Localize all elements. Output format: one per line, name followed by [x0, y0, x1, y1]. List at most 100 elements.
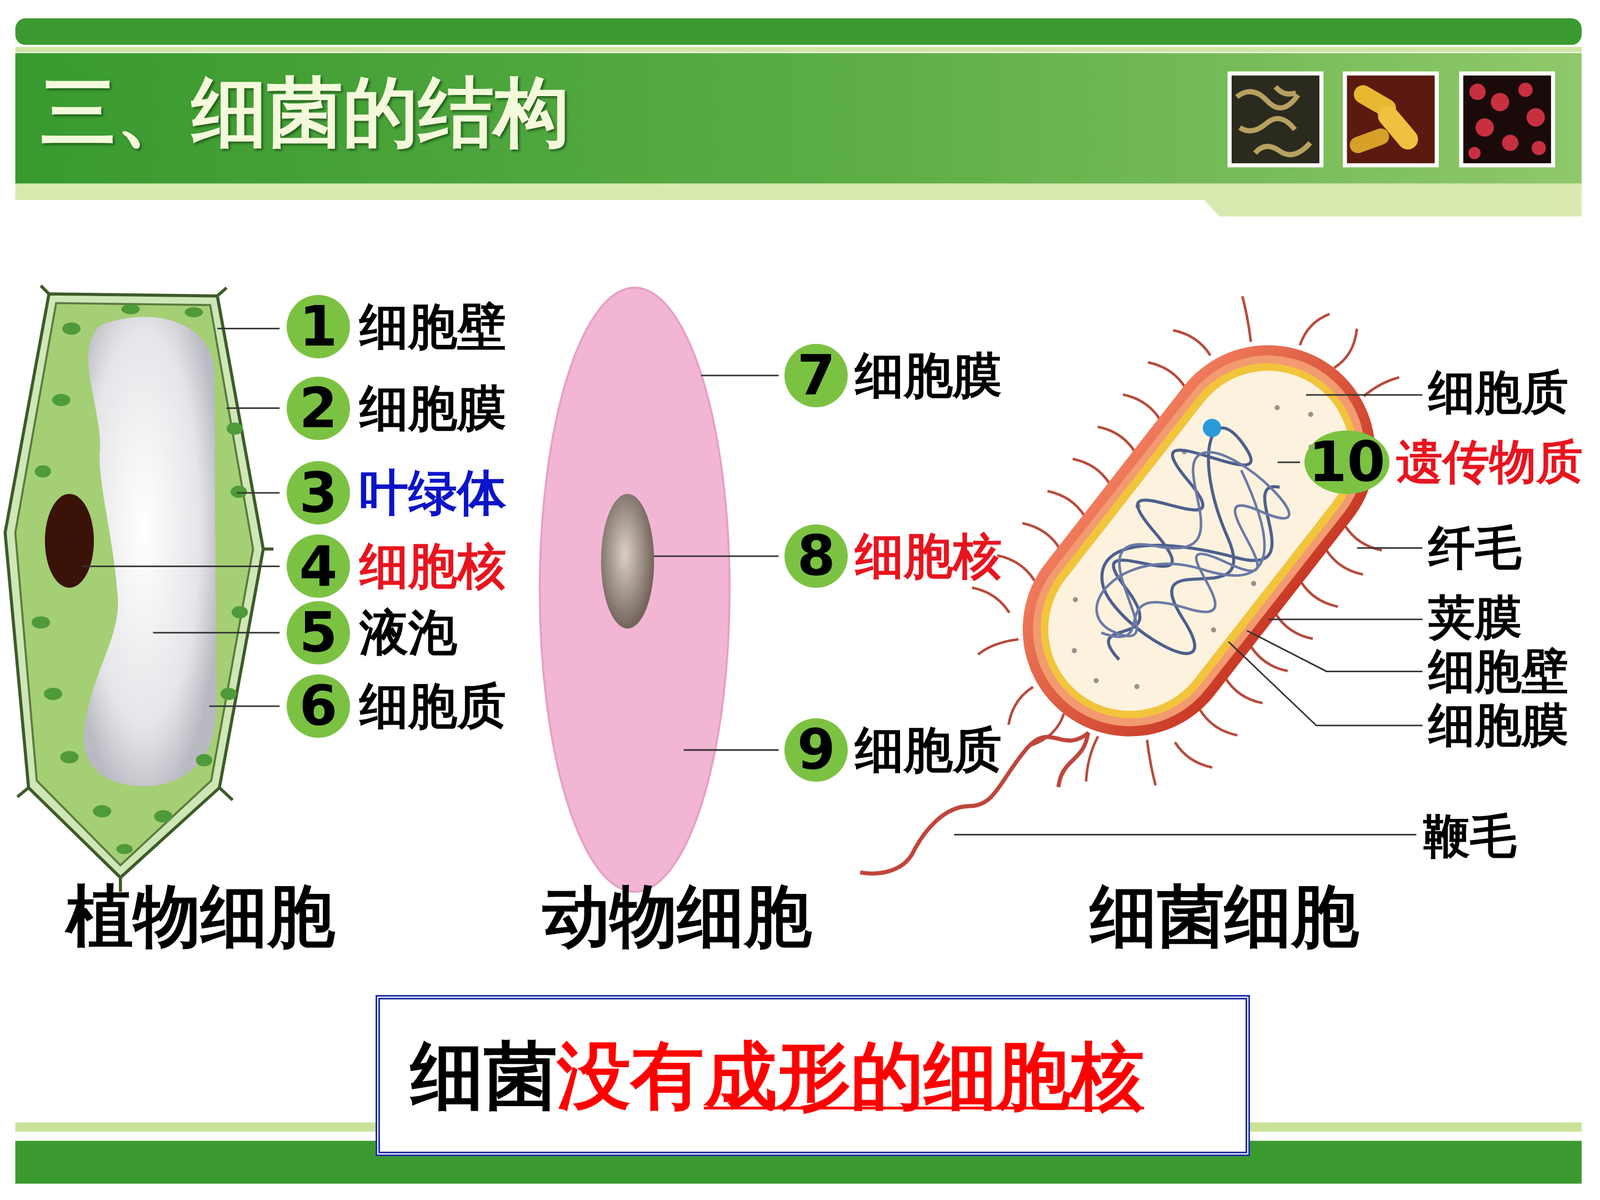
figure-caption: 植物细胞 [66, 876, 335, 957]
bacterium [1033, 361, 1362, 724]
leader-line [217, 327, 280, 330]
part-name: 细胞膜 [855, 346, 1002, 405]
bacterium [1075, 438, 1303, 684]
leader-line [1357, 547, 1423, 549]
plant-cell [184, 307, 203, 318]
part-name: 细胞壁 [359, 297, 507, 357]
bacterium [979, 302, 1419, 780]
plant-cell [220, 687, 237, 700]
plant-cell [15, 303, 254, 866]
part-name: 细胞核 [359, 536, 507, 596]
header-photos [1373, 101, 1423, 154]
header-photos [1475, 118, 1494, 137]
leader-line [683, 749, 779, 752]
bacterium [1273, 403, 1281, 412]
leader-line [701, 375, 779, 377]
header-band [15, 46, 1582, 52]
plant-cell [121, 303, 140, 314]
header-band [15, 18, 1582, 45]
callout-number: 6 [286, 674, 350, 738]
leader-line [1228, 641, 1423, 726]
plant-cell [45, 493, 94, 588]
bacterium [1210, 626, 1218, 634]
plant-cell [5, 285, 274, 892]
plant-cell [60, 751, 79, 764]
header-photos [1526, 108, 1545, 127]
leader-line [209, 705, 280, 708]
callout-number: 5 [299, 605, 338, 660]
leader-line [236, 492, 280, 494]
bacterium [1198, 415, 1225, 441]
leader-line [226, 407, 280, 409]
animal-cell [601, 493, 655, 629]
conclusion-box: 细菌没有成形的细胞核 [375, 995, 1250, 1157]
animal-cell [540, 287, 730, 892]
header-photos [1347, 126, 1392, 156]
part-name: 荚膜 [1428, 589, 1522, 646]
figure-caption: 动物细胞 [542, 876, 812, 957]
plant-cell [92, 805, 112, 818]
leader-line [1277, 461, 1300, 464]
header-photos [1518, 82, 1533, 98]
plant-cell [5, 293, 264, 878]
part-name: 遗传物质 [1396, 433, 1583, 490]
leader-line [81, 328, 1423, 835]
part-name: 细胞质 [855, 720, 1002, 780]
plant-cell [31, 303, 248, 854]
bacterium [1052, 411, 1315, 693]
leader-line [153, 631, 280, 634]
callout-number: 1 [286, 295, 350, 359]
header-photos [1490, 92, 1509, 112]
callout-number: 3 [286, 461, 350, 525]
callout-number: 7 [784, 343, 848, 408]
leader-line [81, 565, 280, 568]
callout-number: 8 [797, 528, 836, 584]
callout-number: 1 [299, 298, 338, 354]
bacterium [1015, 337, 1383, 744]
header-photos [1229, 73, 1553, 165]
part-name: 细胞质 [1428, 364, 1569, 421]
bacterium [1133, 682, 1141, 690]
header-band [15, 18, 1582, 217]
conclusion-text: 没有 [557, 1031, 704, 1120]
bacterium [1250, 580, 1258, 588]
callout-number: 10 [1304, 430, 1390, 494]
header-photos [1461, 73, 1553, 165]
callout-number: 2 [299, 380, 338, 436]
conclusion-text: 成形的细胞核 [703, 1031, 1144, 1120]
plant-cell [226, 422, 243, 435]
leader-line [653, 555, 779, 558]
leader-line [1268, 618, 1423, 621]
header-band [15, 183, 1582, 217]
callout-number: 3 [299, 465, 338, 521]
bacterium [1004, 327, 1394, 755]
header-photos [1502, 134, 1519, 151]
bacterium [1092, 677, 1100, 685]
plant-cell [153, 810, 173, 823]
slide-title: 三、细菌的结构 [40, 67, 570, 158]
part-name: 叶绿体 [359, 463, 507, 523]
callout-number: 8 [784, 524, 848, 588]
leader-line [1306, 393, 1423, 396]
bacterium [1307, 411, 1315, 419]
part-name: 细胞壁 [1428, 643, 1569, 700]
header-photos [1468, 146, 1481, 159]
callout-number: 9 [784, 718, 848, 782]
plant-cell [52, 393, 71, 407]
leader-line [953, 833, 1417, 836]
plant-cell [231, 606, 248, 619]
plant-cell [196, 753, 213, 767]
part-name: 细胞膜 [1428, 697, 1569, 754]
bacterium [918, 240, 1480, 842]
callout-number: 6 [299, 678, 338, 734]
plant-cell [83, 316, 217, 787]
header-photos [1469, 83, 1486, 100]
bacterium [993, 316, 1405, 765]
animal-cell [540, 287, 730, 892]
callout-number: 4 [299, 538, 338, 594]
part-name: 鞭毛 [1423, 808, 1517, 865]
plant-cell [116, 843, 133, 854]
part-name: 细胞核 [855, 526, 1002, 586]
header-photos [1229, 73, 1322, 165]
